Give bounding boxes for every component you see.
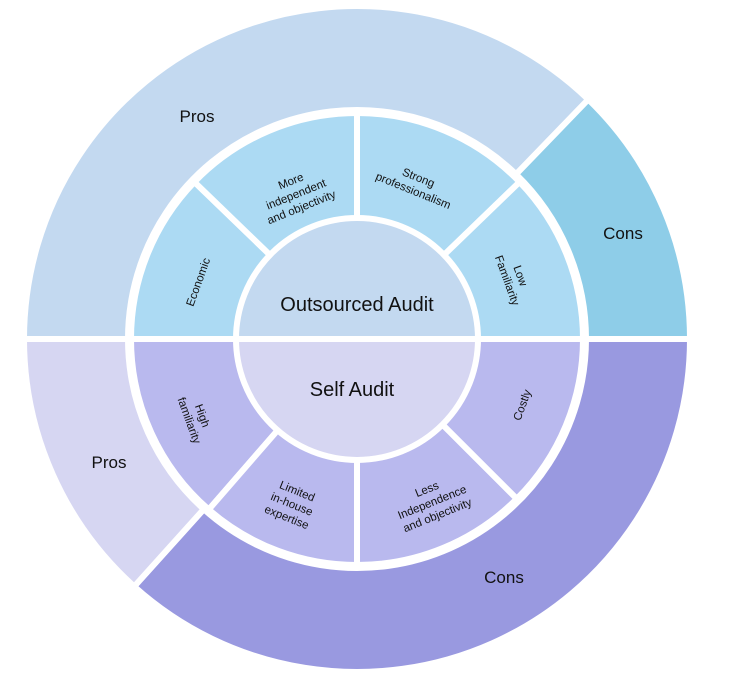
middle-ring (127, 109, 587, 569)
center-circle (232, 215, 482, 463)
self-pros-label: Pros (92, 453, 127, 472)
self-audit-label: Self Audit (310, 379, 395, 401)
outsourced-cons-label: Cons (603, 224, 643, 243)
self-center-half (232, 336, 482, 463)
self-cons-label: Cons (484, 568, 524, 587)
outsourced-pros-label: Pros (180, 107, 215, 126)
outsourced-audit-label: Outsourced Audit (280, 294, 434, 316)
